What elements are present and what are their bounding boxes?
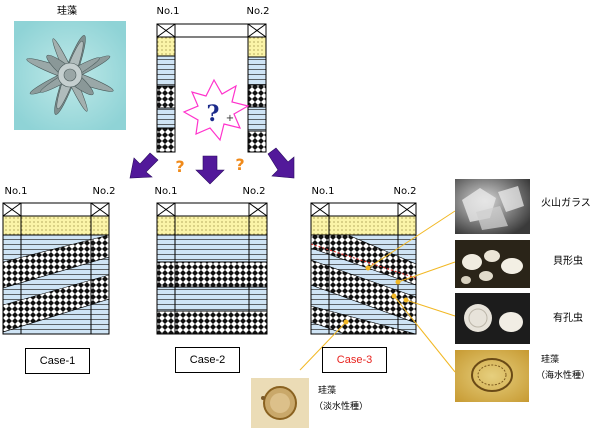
case-1-diagram: No.1 No.2 [2, 186, 116, 335]
marine-diatom-photo [455, 350, 529, 402]
marine-diatom-label: 珪藻 [541, 353, 559, 365]
question-left: ? [175, 157, 184, 176]
arrow-center-icon [195, 155, 225, 185]
case-2-no1-label: No.1 [155, 186, 178, 197]
volcanic-glass-photo [455, 179, 530, 234]
case-3-no1-label: No.1 [312, 186, 335, 197]
arrow-left-icon [129, 152, 159, 179]
freshwater-diatom-label: 珪藻 [318, 384, 336, 396]
cursor-icon: + [226, 113, 234, 124]
arrows: ? ? [129, 147, 295, 185]
marine-diatom-sublabel: （海水性種） [536, 369, 590, 381]
top-no2-label: No.2 [247, 6, 270, 17]
top-right-column [247, 23, 267, 153]
foraminifera-label: 有孔虫 [553, 311, 583, 324]
case-1-label: Case-1 [25, 348, 90, 374]
case-3-no2-label: No.2 [394, 186, 417, 197]
volcanic-glass-label: 火山ガラス [541, 197, 591, 209]
top-no1-label: No.1 [157, 6, 180, 17]
case-2-no2-label: No.2 [243, 186, 266, 197]
case-1-no1-label: No.1 [5, 186, 28, 197]
case-1-no2-label: No.2 [93, 186, 116, 197]
callout-lines [299, 210, 456, 373]
top-left-column [156, 23, 176, 153]
question-mark: ? [207, 101, 220, 127]
diatom-photo: 珪藻 [14, 4, 126, 130]
freshwater-diatom-sublabel: （淡水性種） [314, 400, 368, 412]
unknown-starburst: ? + [182, 78, 250, 142]
arrow-right-icon [267, 147, 295, 179]
top-column-diagram: No.1 No.2 ? + [156, 6, 270, 153]
ostracod-label: 貝形虫 [553, 255, 583, 267]
case-2-label: Case-2 [175, 347, 240, 373]
ostracod-photo [455, 240, 530, 288]
case-2-diagram: No.1 No.2 [155, 186, 268, 335]
diatom-title-label: 珪藻 [57, 4, 77, 17]
case-3-diagram: No.1 No.2 [310, 186, 417, 335]
foraminifera-photo [455, 293, 530, 344]
freshwater-diatom-photo [251, 378, 309, 428]
case-3-label: Case-3 [322, 347, 387, 373]
question-right: ? [235, 155, 244, 174]
